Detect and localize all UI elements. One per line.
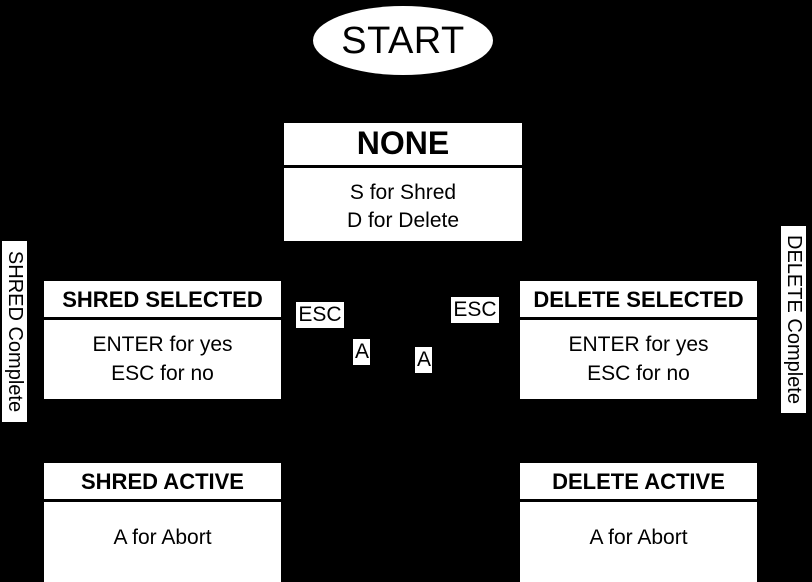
- state-shred-selected-line-1: ENTER for yes: [92, 333, 233, 357]
- transition-label-abort-shred: A: [353, 339, 370, 365]
- connector-none-to-shred-selected: [401, 241, 404, 281]
- state-shred-active-line-1: A for Abort: [113, 526, 212, 550]
- transition-label-esc-shred: ESC: [296, 302, 344, 328]
- state-delete-active-title: DELETE ACTIVE: [520, 463, 757, 503]
- state-delete-active[interactable]: DELETE ACTIVE A for Abort: [520, 463, 757, 582]
- transition-label-shred-complete-text: SHRED Complete: [4, 250, 27, 413]
- transition-label-esc-delete: ESC: [451, 297, 499, 323]
- connector-selected-to-active-right: [637, 399, 640, 463]
- state-shred-selected[interactable]: SHRED SELECTED ENTER for yes ESC for no: [44, 281, 281, 399]
- state-delete-selected-line-1: ENTER for yes: [568, 333, 709, 357]
- connector-selected-to-active-left: [161, 399, 164, 463]
- state-none-line-2: D for Delete: [346, 209, 460, 233]
- state-shred-active-body: A for Abort: [44, 502, 281, 582]
- transition-label-abort-delete: A: [415, 347, 432, 373]
- state-shred-selected-title: SHRED SELECTED: [44, 281, 281, 321]
- state-delete-selected[interactable]: DELETE SELECTED ENTER for yes ESC for no: [520, 281, 757, 399]
- state-shred-selected-line-2: ESC for no: [111, 361, 214, 385]
- start-node[interactable]: START: [313, 6, 493, 75]
- state-none-title: NONE: [284, 123, 522, 168]
- state-shred-selected-body: ENTER for yes ESC for no: [44, 320, 281, 399]
- state-delete-active-line-1: A for Abort: [589, 526, 688, 550]
- connector-none-to-delete-selected: [401, 258, 404, 261]
- state-none[interactable]: NONE S for Shred D for Delete: [284, 123, 522, 241]
- state-delete-selected-line-2: ESC for no: [587, 361, 690, 385]
- state-none-line-1: S for Shred: [349, 180, 457, 204]
- state-delete-active-body: A for Abort: [520, 502, 757, 582]
- transition-label-shred-complete: SHRED Complete: [2, 241, 27, 422]
- state-delete-selected-body: ENTER for yes ESC for no: [520, 320, 757, 399]
- state-none-body: S for Shred D for Delete: [284, 168, 522, 241]
- state-delete-selected-title: DELETE SELECTED: [520, 281, 757, 321]
- state-shred-active-title: SHRED ACTIVE: [44, 463, 281, 503]
- start-node-label: START: [341, 19, 465, 62]
- state-shred-active[interactable]: SHRED ACTIVE A for Abort: [44, 463, 281, 582]
- transition-label-delete-complete: DELETE Complete: [781, 226, 806, 413]
- connector-start-to-none: [401, 74, 404, 123]
- transition-label-delete-complete-text: DELETE Complete: [783, 235, 805, 404]
